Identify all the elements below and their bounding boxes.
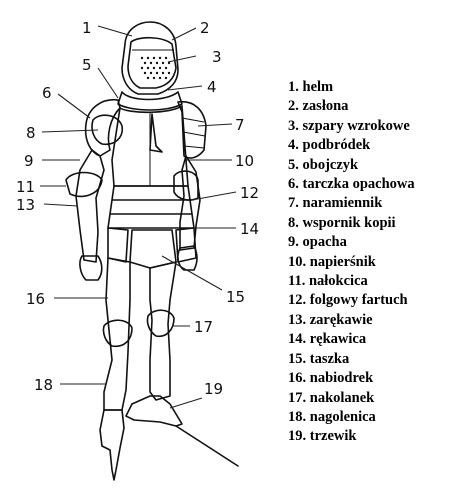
- legend-item: 18. nagolenica: [288, 408, 376, 425]
- callout-9: 9: [24, 152, 34, 170]
- armor-figure: [65, 21, 239, 481]
- legend-item: 4. podbródek: [288, 137, 371, 154]
- callout-12: 12: [240, 184, 259, 202]
- legend-item: 13. zarękawie: [288, 311, 373, 328]
- left-leg: [103, 257, 131, 411]
- legend-item: 6. tarczka opachowa: [288, 176, 415, 193]
- callout-4: 4: [207, 78, 217, 96]
- legend: 1. helm 2. zasłona 3. szpary wzrokowe 4.…: [288, 78, 474, 447]
- legend-item: 17. nakolanek: [288, 389, 375, 406]
- besagew: [91, 114, 124, 146]
- callout-6: 6: [42, 84, 52, 102]
- callout-16: 16: [26, 290, 45, 308]
- callout-3: 3: [212, 48, 222, 66]
- fauld: [107, 185, 195, 229]
- callout-2: 2: [200, 19, 210, 37]
- gauntlet-left: [79, 255, 103, 281]
- legend-item: 2. zasłona: [288, 98, 349, 115]
- legend-item: 5. obojczyk: [288, 156, 359, 173]
- callout-19: 19: [204, 380, 223, 398]
- legend-item: 9. opacha: [288, 234, 347, 251]
- callout-1: 1: [82, 19, 92, 37]
- couter-left: [65, 171, 103, 198]
- legend-item: 1. helm: [288, 79, 334, 95]
- visor: [127, 36, 177, 89]
- callout-8: 8: [26, 124, 36, 142]
- left-arm: [75, 149, 105, 263]
- legend-item: 3. szpary wzrokowe: [288, 117, 410, 134]
- legend-item: 16. nabiodrek: [288, 370, 374, 387]
- callout-11: 11: [16, 178, 35, 196]
- helmet: [121, 21, 179, 95]
- callout-14: 14: [240, 220, 259, 238]
- pauldron-lames: [181, 117, 206, 149]
- sabaton-right: [125, 395, 183, 427]
- sabaton-left: [99, 409, 125, 481]
- lance-rest: [149, 113, 163, 153]
- callout-13: 13: [16, 196, 35, 214]
- legend-item: 19. trzewik: [288, 428, 357, 445]
- legend-item: 8. wspornik kopii: [288, 214, 396, 231]
- callout-17: 17: [194, 318, 213, 336]
- legend-item: 14. rękawica: [288, 331, 367, 348]
- callout-numbers: 1 2 3 4 5 6 7 8 9 10 11 12 13 14 15 16 1…: [16, 19, 259, 398]
- callout-18: 18: [34, 376, 53, 394]
- legend-item: 7. naramiennik: [288, 195, 383, 212]
- callout-5: 5: [82, 56, 92, 74]
- legend-item: 10. napierśnik: [288, 253, 376, 270]
- sabaton-right-point: [175, 425, 239, 467]
- legend-item: 11. nałokcica: [288, 273, 368, 290]
- couter-right: [173, 170, 199, 201]
- legend-item: 12. folgowy fartuch: [288, 292, 408, 309]
- gorget: [117, 91, 183, 111]
- leader-lines: [40, 25, 237, 409]
- callout-7: 7: [235, 116, 245, 134]
- callout-10: 10: [235, 152, 254, 170]
- knee-right: [146, 309, 175, 338]
- right-leg: [149, 261, 177, 401]
- gauntlet-right: [177, 245, 198, 271]
- left-pauldron: [84, 99, 121, 157]
- callout-15: 15: [226, 288, 245, 306]
- knee-left: [102, 319, 133, 348]
- legend-item: 15. taszka: [288, 350, 350, 367]
- eye-slits: [140, 56, 171, 80]
